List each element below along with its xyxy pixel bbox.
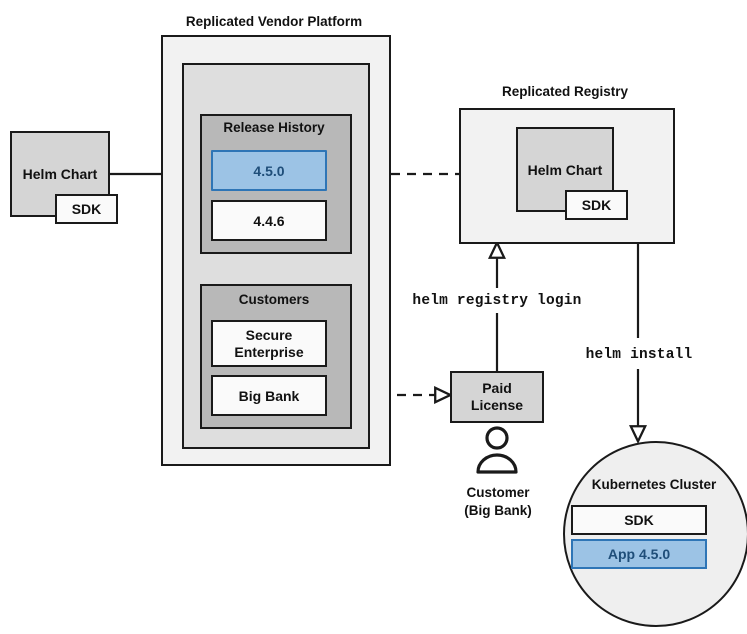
- helm-registry-login-label: helm registry login: [412, 293, 582, 309]
- customer-actor-line2: (Big Bank): [464, 503, 532, 518]
- source-helm-chart-label: Helm Chart: [22, 166, 98, 182]
- paid-license-box: Paid License: [450, 371, 544, 423]
- source-sdk-label: SDK: [71, 201, 102, 217]
- release-item-450-label: 4.5.0: [253, 162, 285, 179]
- customer-secure-enterprise[interactable]: Secure Enterprise: [211, 320, 327, 367]
- cluster-item-sdk: SDK: [571, 505, 707, 535]
- cluster-item-sdk-label: SDK: [624, 512, 654, 528]
- registry-helm-chart-label: Helm Chart: [527, 161, 603, 178]
- customer-secure-enterprise-line2: Enterprise: [234, 343, 304, 360]
- customer-actor-line1: Customer: [466, 485, 530, 500]
- person-icon: [476, 426, 518, 474]
- customers-title: Customers: [238, 292, 310, 307]
- kubernetes-cluster-title: Kubernetes Cluster: [591, 476, 717, 492]
- customer-big-bank[interactable]: Big Bank: [211, 375, 327, 416]
- customer-big-bank-label: Big Bank: [238, 387, 300, 404]
- kubernetes-cluster-circle: [563, 441, 747, 627]
- release-item-446-label: 4.4.6: [253, 212, 285, 229]
- customer-secure-enterprise-line1: Secure: [245, 326, 293, 343]
- release-history-title: Release History: [223, 120, 325, 135]
- vendor-platform-title: Replicated Vendor Platform: [185, 14, 363, 29]
- cluster-item-app-label: App 4.5.0: [607, 546, 671, 562]
- registry-title: Replicated Registry: [501, 84, 629, 99]
- cluster-item-app: App 4.5.0: [571, 539, 707, 569]
- helm-install-label: helm install: [585, 347, 693, 363]
- source-sdk-box: SDK: [55, 194, 118, 224]
- registry-sdk-label: SDK: [581, 197, 612, 213]
- registry-sdk-box: SDK: [565, 190, 628, 220]
- paid-license-line1: Paid: [482, 380, 512, 396]
- paid-license-line2: License: [470, 397, 524, 413]
- release-item-450[interactable]: 4.5.0: [211, 150, 327, 191]
- customer-actor-label: Customer (Big Bank): [430, 484, 566, 520]
- release-item-446[interactable]: 4.4.6: [211, 200, 327, 241]
